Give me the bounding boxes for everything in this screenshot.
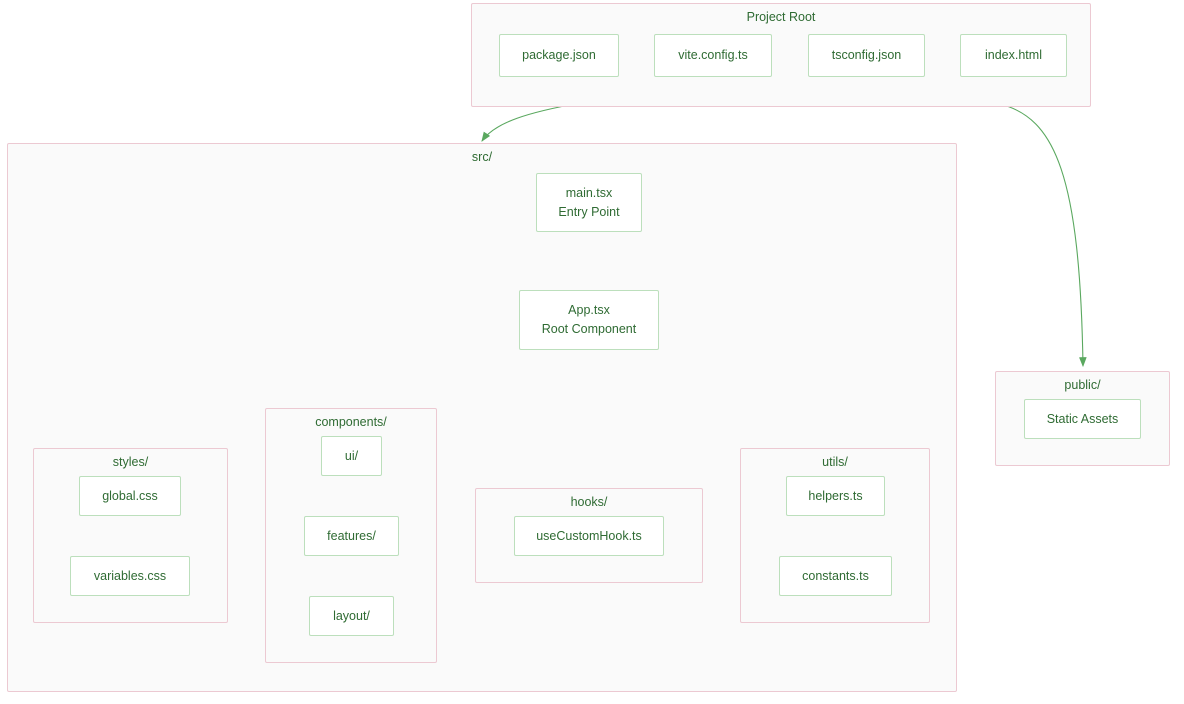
cluster-label-src: src/ — [471, 150, 493, 164]
node-label-index-html: index.html — [985, 48, 1042, 62]
node-label-variables-css: variables.css — [93, 568, 167, 583]
node-label-package-json: package.json — [522, 48, 596, 62]
node-ui-dir[interactable]: ui/ — [321, 436, 382, 476]
node-label-constants-ts: constants.ts — [802, 568, 869, 583]
node-label-layout-dir: layout/ — [333, 608, 370, 623]
node-label-main-tsx: main.tsx — [565, 185, 613, 200]
edge-root-to-public — [999, 103, 1087, 368]
node-label-ui-dir: ui/ — [344, 448, 359, 463]
node-helpers-ts[interactable]: helpers.ts — [786, 476, 885, 516]
node-tsconfig-json[interactable]: tsconfig.json — [808, 34, 925, 77]
edge-root-to-src — [481, 102, 581, 142]
cluster-label-styles: styles/ — [112, 455, 149, 469]
node-variables-css[interactable]: variables.css — [70, 556, 190, 596]
cluster-label-utils: utils/ — [822, 455, 848, 469]
node-sublabel-app-tsx: Root Component — [541, 322, 637, 336]
node-label-tsconfig-json: tsconfig.json — [831, 48, 902, 62]
node-layout-dir[interactable]: layout/ — [309, 596, 394, 636]
node-label-global-css: global.css — [102, 488, 158, 503]
node-vite-config[interactable]: vite.config.ts — [654, 34, 772, 77]
node-global-css[interactable]: global.css — [79, 476, 181, 516]
cluster-styles: styles/ — [33, 448, 228, 623]
cluster-label-hooks: hooks/ — [570, 495, 608, 509]
node-package-json[interactable]: package.json — [499, 34, 619, 77]
node-label-app-tsx: App.tsx — [568, 303, 610, 317]
cluster-utils: utils/ — [740, 448, 930, 623]
node-static-assets[interactable]: Static Assets — [1024, 399, 1141, 439]
cluster-label-components: components/ — [315, 415, 387, 429]
node-label-helpers-ts: helpers.ts — [808, 488, 863, 503]
node-use-custom-hook[interactable]: useCustomHook.ts — [514, 516, 664, 556]
node-constants-ts[interactable]: constants.ts — [779, 556, 892, 596]
node-label-use-custom-hook: useCustomHook.ts — [536, 528, 642, 543]
node-label-vite-config: vite.config.ts — [678, 48, 748, 62]
node-label-features-dir: features/ — [327, 528, 376, 543]
cluster-label-public: public/ — [1064, 378, 1101, 392]
cluster-label-project-root: Project Root — [746, 10, 816, 24]
node-sublabel-main-tsx: Entry Point — [558, 204, 620, 219]
node-label-static-assets: Static Assets — [1046, 411, 1119, 426]
node-index-html[interactable]: index.html — [960, 34, 1067, 77]
node-features-dir[interactable]: features/ — [304, 516, 399, 556]
